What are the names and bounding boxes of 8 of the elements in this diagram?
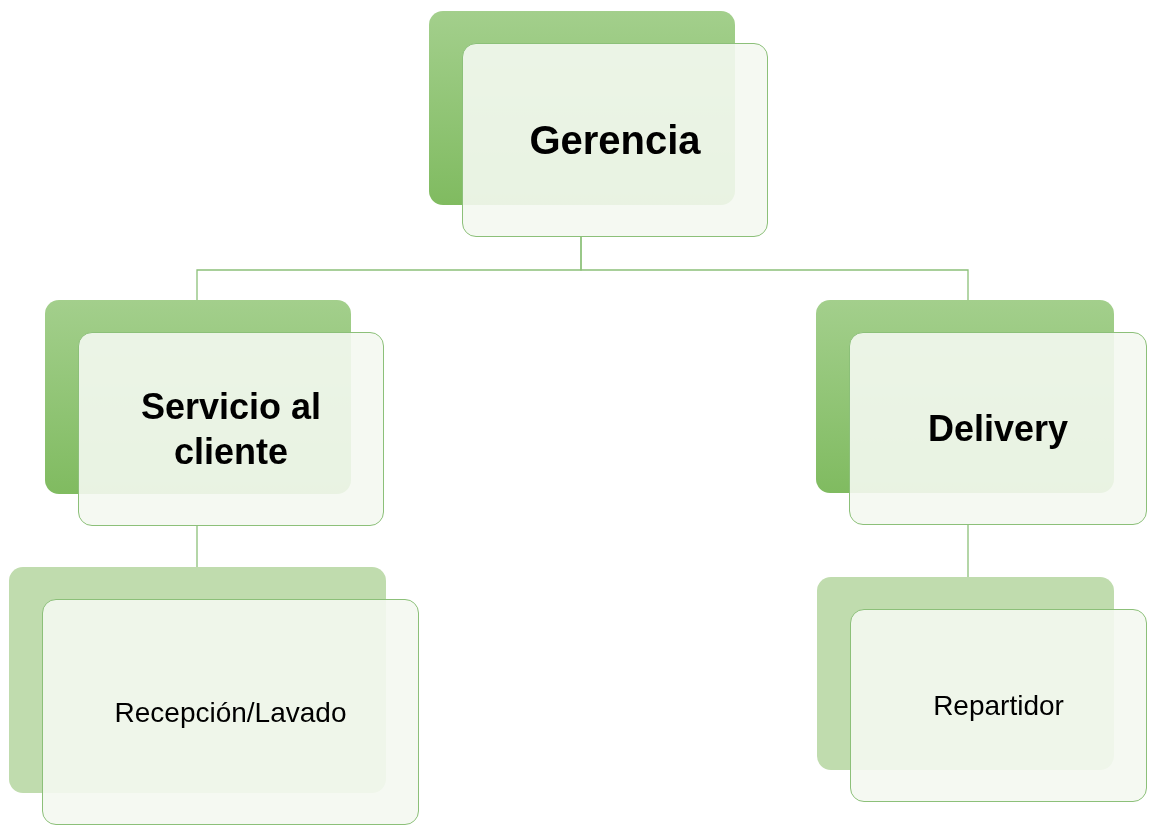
connector-line xyxy=(967,524,969,578)
box-title: Repartidor xyxy=(933,689,1064,723)
box-title: Gerencia xyxy=(529,117,701,164)
box-title: Delivery xyxy=(927,407,1069,451)
connector-line xyxy=(580,236,969,301)
box-title: Recepción/Lavado xyxy=(114,695,347,730)
connector-line xyxy=(196,524,198,568)
box-title: Servicio al cliente xyxy=(139,385,323,474)
